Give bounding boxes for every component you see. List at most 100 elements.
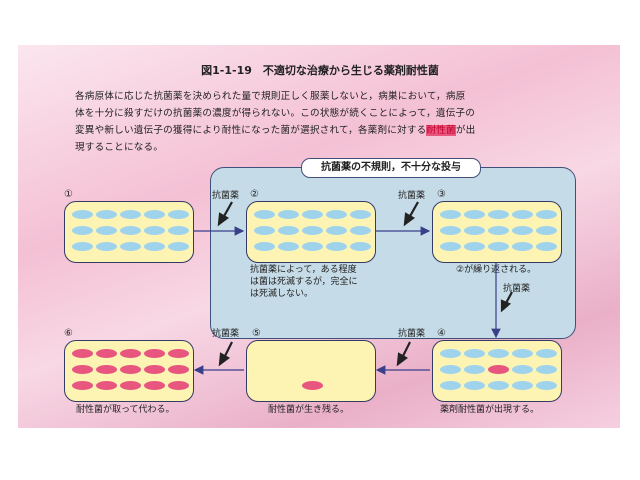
drug-label-1: 抗菌薬 <box>212 191 240 201</box>
step-4-caption: 薬剤耐性菌が出現する。 <box>440 405 540 415</box>
resistant-bacterium <box>144 349 165 358</box>
dose-arrow-2-head <box>403 212 415 227</box>
susceptible-bacterium <box>536 210 557 219</box>
drug-label-3: 抗菌薬 <box>503 284 531 294</box>
susceptible-bacterium <box>326 210 347 219</box>
dose-arrow-4-head <box>396 352 408 367</box>
susceptible-bacterium <box>144 242 165 251</box>
susceptible-bacterium <box>72 210 93 219</box>
susceptible-bacterium <box>440 210 461 219</box>
susceptible-bacterium <box>72 226 93 235</box>
susceptible-bacterium <box>512 349 533 358</box>
susceptible-bacterium <box>278 242 299 251</box>
step-5-box <box>246 340 376 402</box>
dose-arrow-3-head <box>500 299 512 313</box>
dose-arrow-5-head <box>218 352 230 367</box>
susceptible-bacterium <box>536 242 557 251</box>
step-5-number: ⑤ <box>252 328 261 339</box>
susceptible-bacterium <box>536 381 557 390</box>
susceptible-bacterium <box>488 210 509 219</box>
susceptible-bacterium <box>440 365 461 374</box>
susceptible-bacterium <box>302 242 323 251</box>
susceptible-bacterium <box>512 242 533 251</box>
step-2-number: ② <box>250 189 259 200</box>
figure-title: 図1-1-19 不適切な治療から生じる薬剤耐性菌 <box>201 64 439 77</box>
resistant-bacterium <box>488 365 509 374</box>
description: 各病原体に応じた抗菌薬を決められた量で規則正しく服薬しないと，病巣において，病原… <box>75 88 565 156</box>
susceptible-bacterium <box>464 242 485 251</box>
resistant-bacterium <box>144 381 165 390</box>
susceptible-bacterium <box>254 210 275 219</box>
resistant-bacterium <box>168 365 189 374</box>
resistant-bacterium <box>168 381 189 390</box>
susceptible-bacterium <box>168 226 189 235</box>
susceptible-bacterium <box>254 226 275 235</box>
description-line-2: 体を十分に殺すだけの抗菌薬の濃度が得られない。この状態が続くことによって，遺伝子… <box>75 108 476 119</box>
description-line-3: 変異や新しい遺伝子の獲得により耐性になった菌が選択されて，各薬剤に対する耐性菌が… <box>75 125 476 136</box>
susceptible-bacterium <box>326 242 347 251</box>
susceptible-bacterium <box>440 381 461 390</box>
resistant-bacterium <box>96 365 117 374</box>
step-2-caption: 抗菌薬によって，ある程度 は菌は死滅するが，完全に は死滅しない。 <box>250 265 358 299</box>
susceptible-bacterium <box>464 349 485 358</box>
dose-arrow-1-head <box>217 212 229 227</box>
susceptible-bacterium <box>440 226 461 235</box>
step-3-number: ③ <box>437 189 446 200</box>
resistant-bacterium <box>120 349 141 358</box>
susceptible-bacterium <box>302 226 323 235</box>
resistant-bacterium <box>96 381 117 390</box>
susceptible-bacterium <box>440 349 461 358</box>
panel-title: 抗菌薬の不規則，不十分な投与 <box>301 158 481 178</box>
susceptible-bacterium <box>536 365 557 374</box>
susceptible-bacterium <box>120 210 141 219</box>
susceptible-bacterium <box>144 210 165 219</box>
susceptible-bacterium <box>512 381 533 390</box>
susceptible-bacterium <box>96 210 117 219</box>
susceptible-bacterium <box>302 210 323 219</box>
susceptible-bacterium <box>536 349 557 358</box>
susceptible-bacterium <box>464 365 485 374</box>
step-5-caption: 耐性菌が生き残る。 <box>268 405 350 415</box>
susceptible-bacterium <box>464 210 485 219</box>
susceptible-bacterium <box>96 226 117 235</box>
susceptible-bacterium <box>326 226 347 235</box>
step-4-number: ④ <box>437 328 446 339</box>
susceptible-bacterium <box>168 210 189 219</box>
susceptible-bacterium <box>440 242 461 251</box>
susceptible-bacterium <box>350 226 371 235</box>
susceptible-bacterium <box>72 242 93 251</box>
susceptible-bacterium <box>488 242 509 251</box>
susceptible-bacterium <box>350 242 371 251</box>
susceptible-bacterium <box>168 242 189 251</box>
susceptible-bacterium <box>464 226 485 235</box>
drug-label-5: 抗菌薬 <box>212 329 240 339</box>
resistant-bacterium <box>72 349 93 358</box>
susceptible-bacterium <box>464 381 485 390</box>
drug-label-2: 抗菌薬 <box>398 191 426 201</box>
description-line-1: 各病原体に応じた抗菌薬を決められた量で規則正しく服薬しないと，病巣において，病原 <box>75 91 466 102</box>
resistant-bacteria-highlight: 耐性菌 <box>426 125 456 136</box>
susceptible-bacterium <box>120 242 141 251</box>
resistant-bacterium <box>96 349 117 358</box>
step-6-number: ⑥ <box>64 328 73 339</box>
susceptible-bacterium <box>144 226 165 235</box>
susceptible-bacterium <box>488 349 509 358</box>
resistant-bacterium <box>120 365 141 374</box>
drug-label-4: 抗菌薬 <box>398 329 426 339</box>
description-line-4: 現することになる。 <box>75 142 164 153</box>
susceptible-bacterium <box>278 226 299 235</box>
susceptible-bacterium <box>512 226 533 235</box>
susceptible-bacterium <box>96 242 117 251</box>
susceptible-bacterium <box>120 226 141 235</box>
susceptible-bacterium <box>512 365 533 374</box>
step-6-caption: 耐性菌が取って代わる。 <box>76 405 175 415</box>
susceptible-bacterium <box>350 210 371 219</box>
susceptible-bacterium <box>278 210 299 219</box>
step-1-number: ① <box>64 189 73 200</box>
resistant-bacterium <box>302 381 323 390</box>
susceptible-bacterium <box>488 381 509 390</box>
resistant-bacterium <box>72 365 93 374</box>
resistant-bacterium <box>72 381 93 390</box>
susceptible-bacterium <box>488 226 509 235</box>
